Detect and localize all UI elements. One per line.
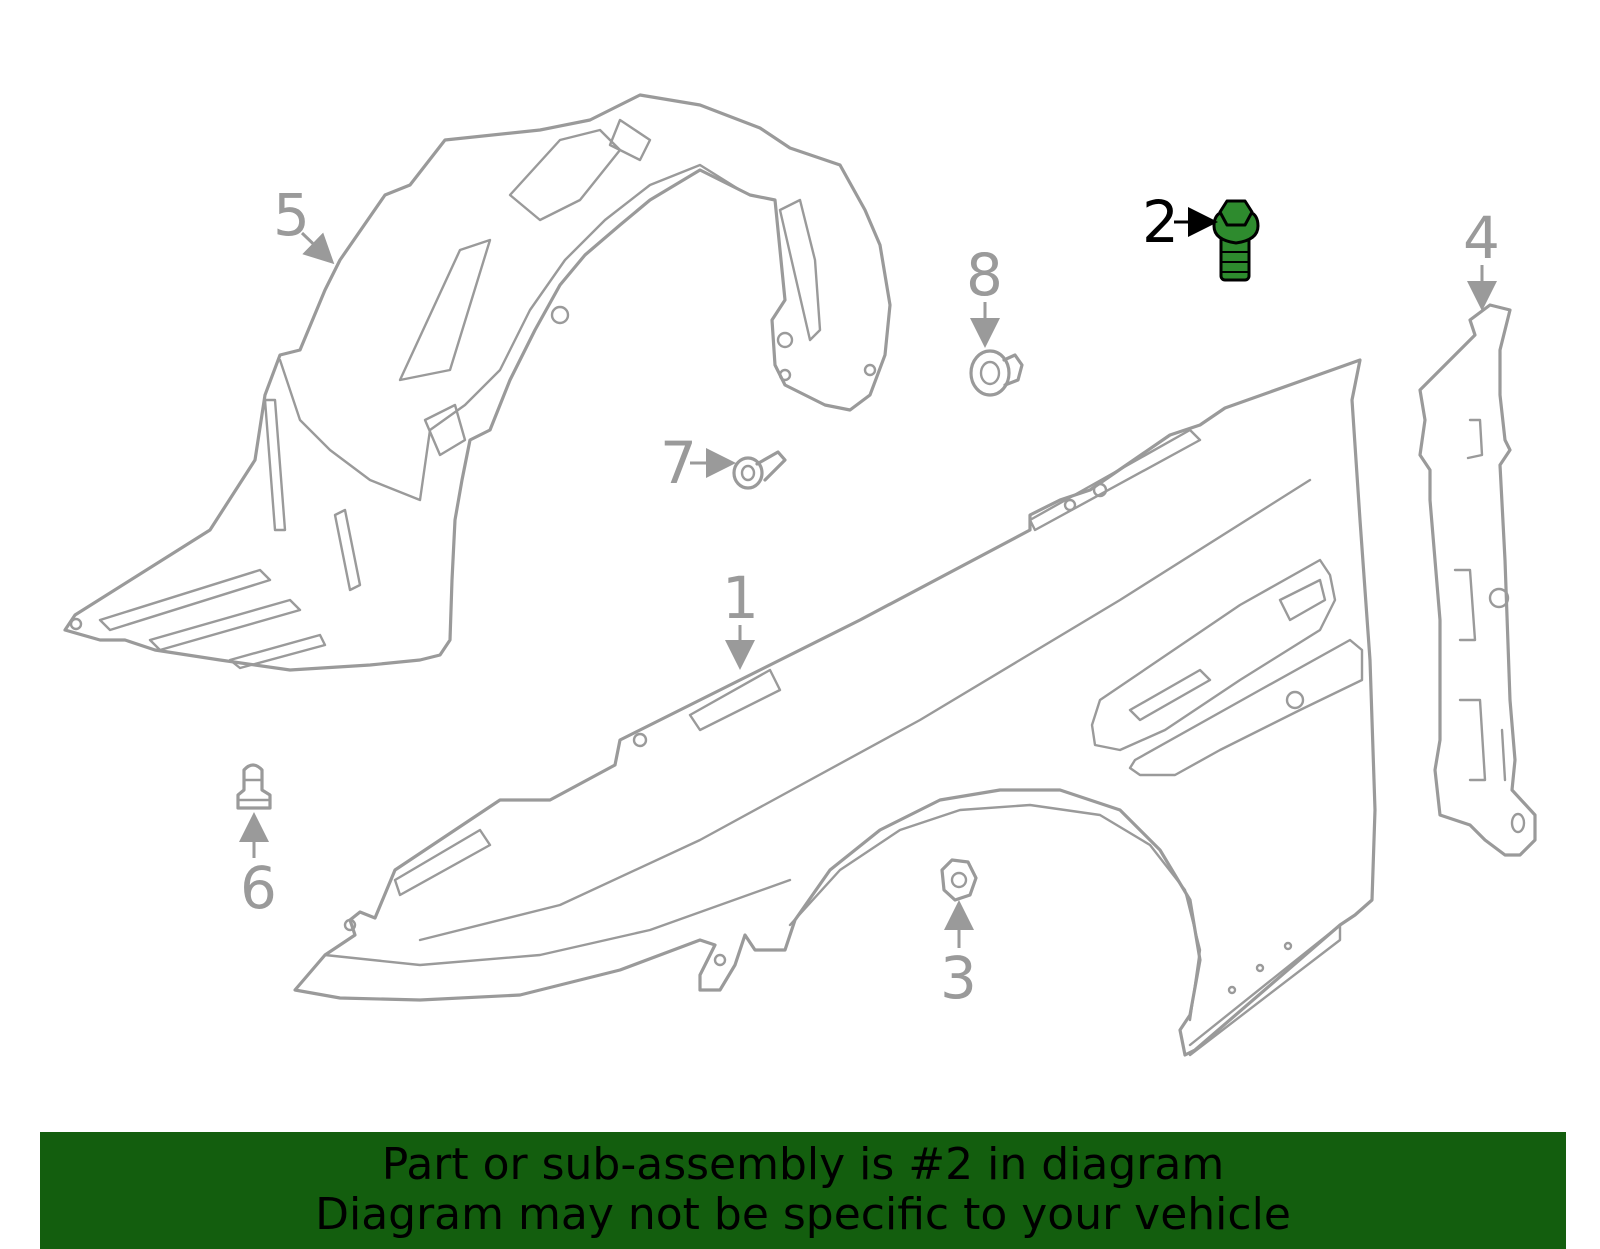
callout-6: 6 xyxy=(240,854,277,922)
part-4-bracket xyxy=(1418,303,1537,857)
part-7-screw xyxy=(732,450,787,490)
footer-banner: Part or sub-assembly is #2 in diagram Di… xyxy=(40,1132,1566,1249)
callout-numbers: 1 2 3 4 5 6 7 8 xyxy=(240,181,1500,1012)
callout-1: 1 xyxy=(722,564,759,632)
callout-5: 5 xyxy=(273,181,310,249)
callout-leaders xyxy=(239,207,1497,948)
footer-line-2: Diagram may not be specific to your vehi… xyxy=(315,1189,1291,1240)
part-5-fender-liner xyxy=(63,93,892,672)
part-6-clip xyxy=(236,763,272,810)
footer-line-1: Part or sub-assembly is #2 in diagram xyxy=(381,1139,1225,1190)
part-1-front-fender xyxy=(293,358,1377,1057)
leader-5 xyxy=(300,231,335,265)
callout-2: 2 xyxy=(1142,188,1179,256)
part-8-clip xyxy=(969,349,1024,397)
callout-4: 4 xyxy=(1463,204,1500,272)
part-2-bolt-highlighted xyxy=(1212,199,1260,282)
callout-8: 8 xyxy=(966,241,1003,309)
callout-3: 3 xyxy=(940,944,977,1012)
part-3-nut xyxy=(940,858,978,902)
callout-7: 7 xyxy=(660,429,697,497)
